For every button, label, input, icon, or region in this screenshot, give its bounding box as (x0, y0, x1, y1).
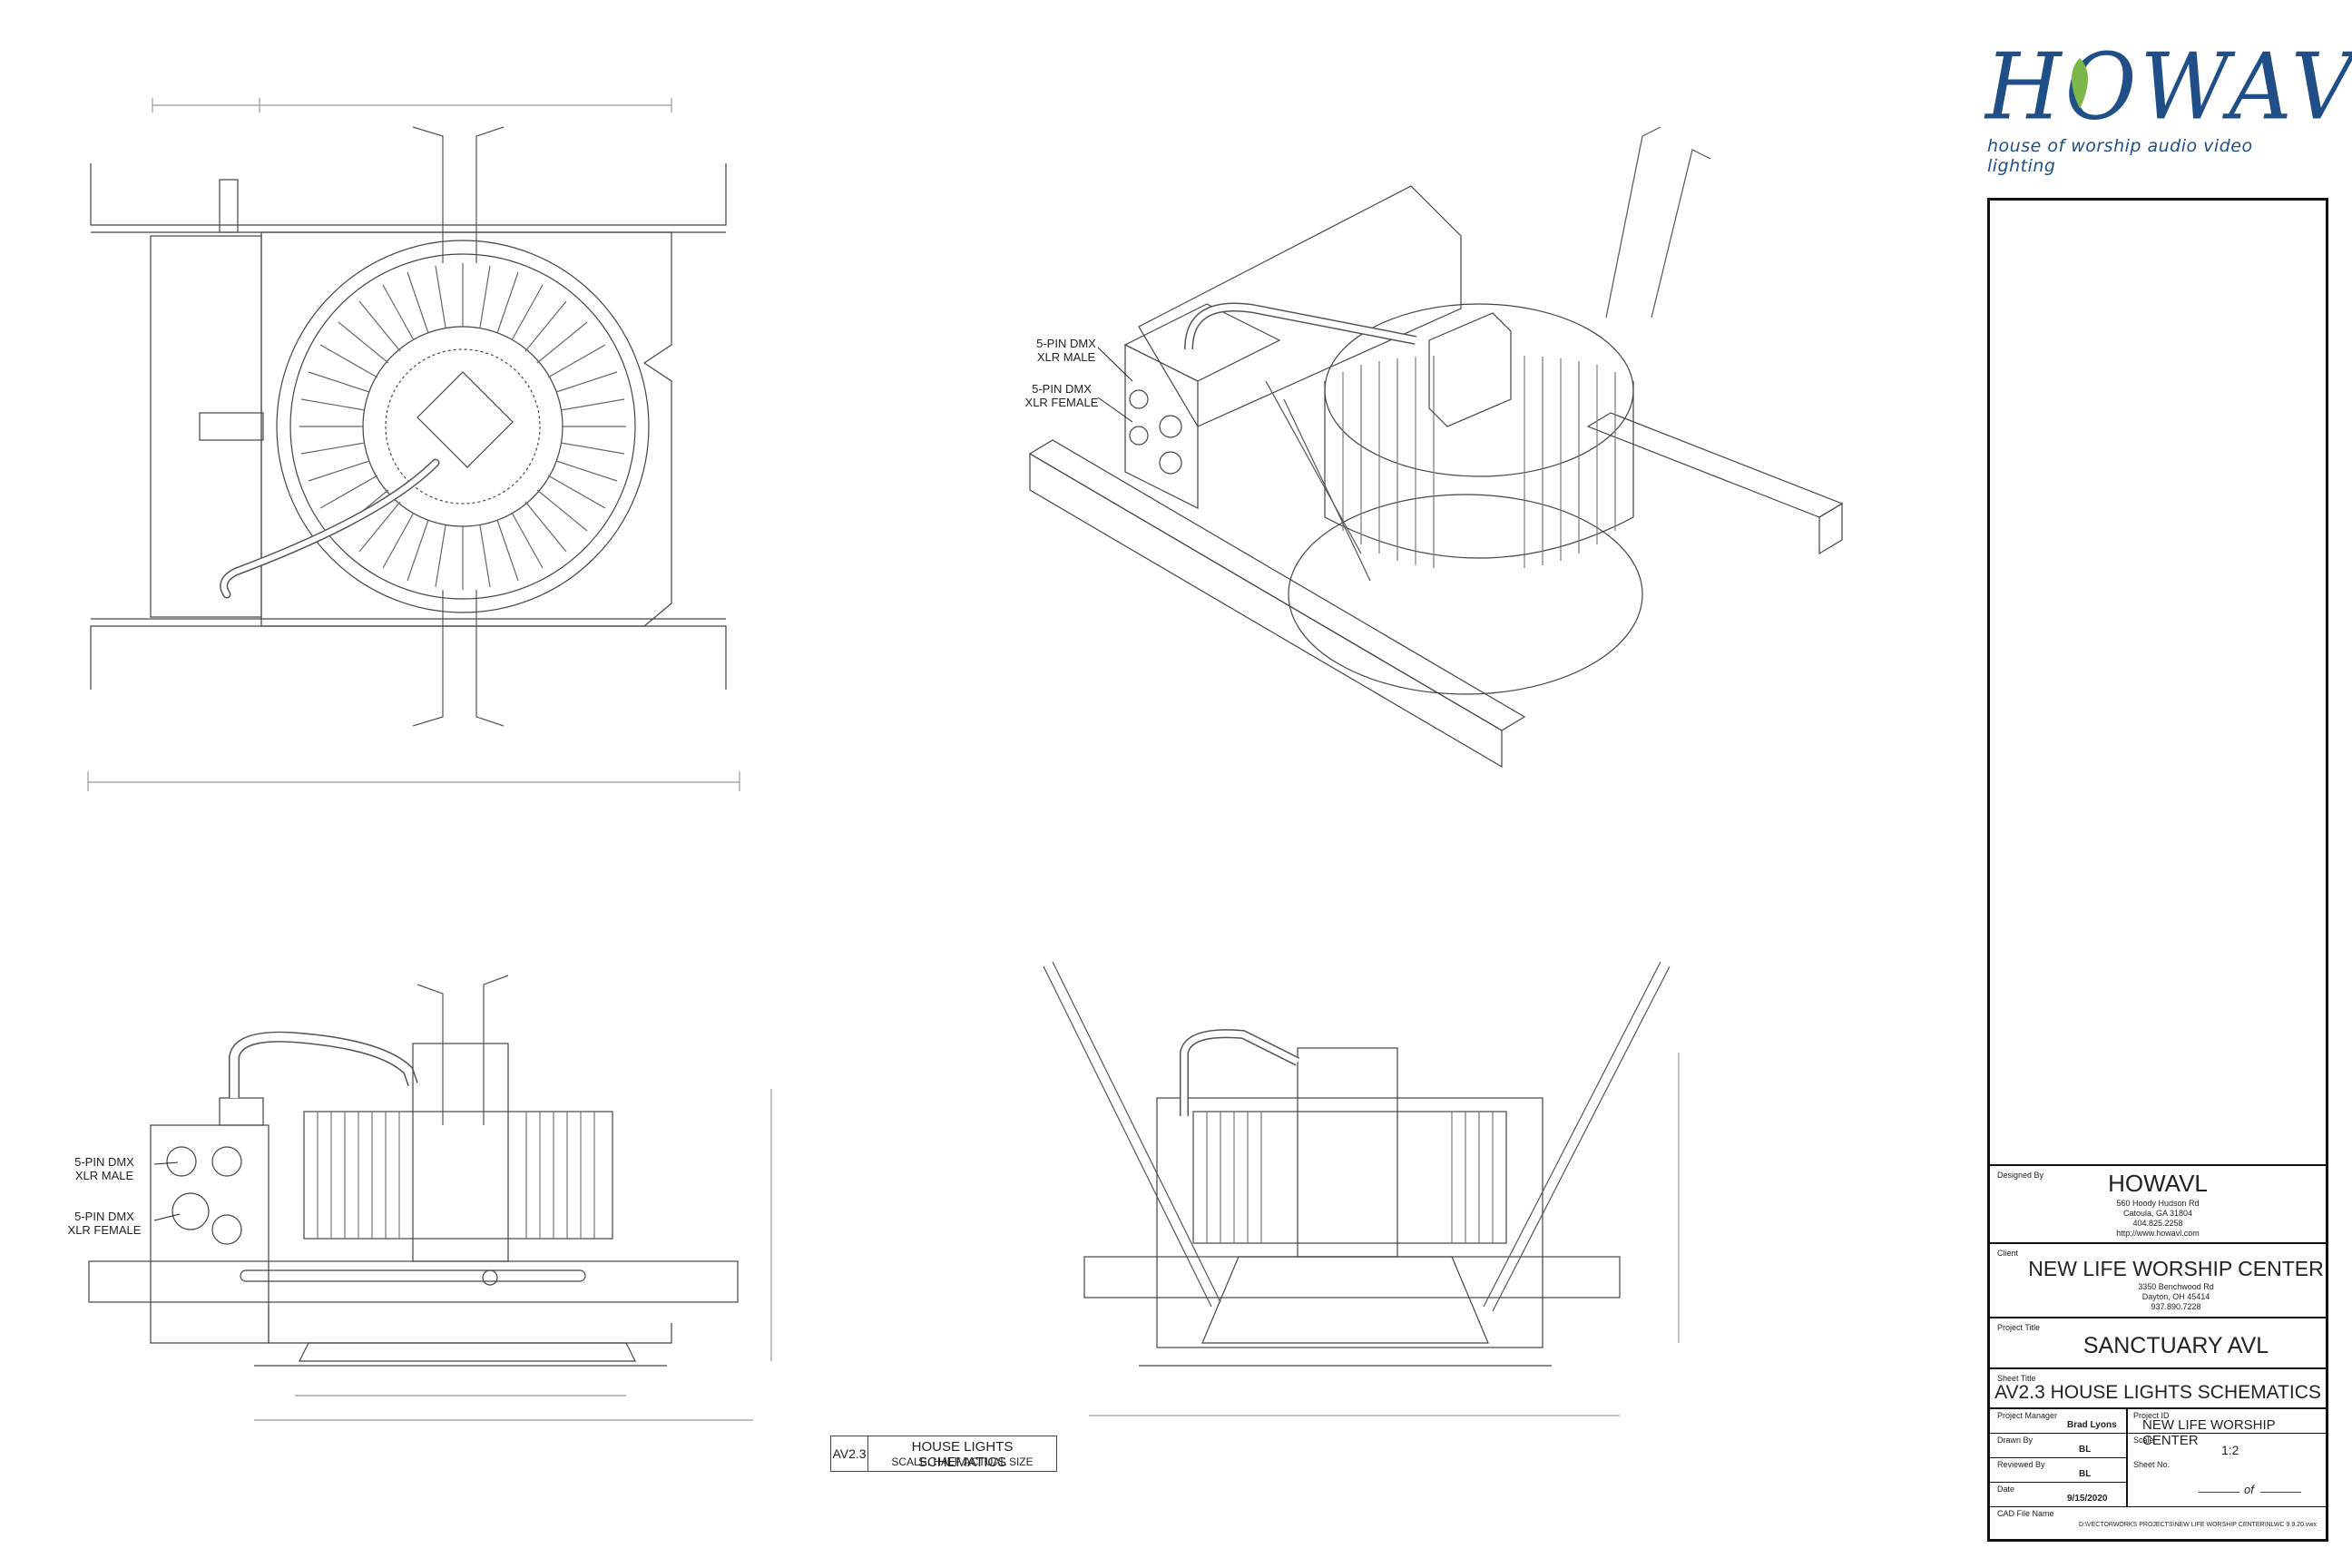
address-line: 937.890.7228 (2151, 1302, 2201, 1311)
label-line: 5-PIN DMX (1036, 337, 1096, 350)
project-id: NEW LIFE WORSHIP CENTER (2142, 1417, 2276, 1448)
address-line: Dayton, OH 45414 (2141, 1292, 2210, 1301)
details-divider (2126, 1409, 2128, 1506)
title-block: Designed By HOWAVL 560 Hoody Hudson Rd C… (1987, 198, 2328, 1542)
project-manager-caption: Project Manager (1997, 1411, 2058, 1420)
row-divider (1990, 1457, 2126, 1458)
client-caption: Client (1997, 1249, 2019, 1258)
address-line: 404.825.2258 (2132, 1219, 2183, 1228)
sheet-no-line-right (2260, 1492, 2301, 1493)
client-section: Client NEW LIFE WORSHIP CENTER 3350 Benc… (1990, 1242, 2326, 1317)
logo-leaf-icon (2072, 58, 2088, 109)
cad-file-name: D:\VECTORWORKS PROJECTS\NEW LIFE WORSHIP… (2078, 1522, 2317, 1528)
sheet-tag: AV2.3 HOUSE LIGHTS SCHEMATICS SCALE: HAL… (830, 1436, 1057, 1472)
label-iso-xlr-female: 5-PIN DMX XLR FEMALE (1007, 382, 1116, 409)
label-line: 5-PIN DMX (1032, 382, 1092, 396)
sheet-no-line-left (2199, 1492, 2239, 1493)
label-side-xlr-female: 5-PIN DMX XLR FEMALE (50, 1210, 159, 1237)
sheet-title: AV2.3 HOUSE LIGHTS SCHEMATICS (1994, 1382, 2321, 1403)
logo-tagline: house of worship audio video lighting (1987, 136, 2253, 176)
label-line: XLR FEMALE (67, 1223, 142, 1237)
label-iso-xlr-male: 5-PIN DMX XLR MALE (1016, 337, 1116, 364)
label-line: 5-PIN DMX (74, 1210, 134, 1223)
sheet-title-caption: Sheet Title (1997, 1374, 2036, 1383)
sheet-tag-title: HOUSE LIGHTS SCHEMATICS (911, 1439, 1014, 1470)
project-title-section: Project Title SANCTUARY AVL (1990, 1317, 2326, 1367)
sheet-tag-number: AV2.3 (831, 1436, 868, 1471)
sheet-no-caption: Sheet No. (2133, 1460, 2171, 1469)
designed-by-caption: Designed By (1997, 1171, 2044, 1180)
side-view (88, 975, 772, 1421)
label-line: XLR MALE (74, 1169, 134, 1182)
client-name: NEW LIFE WORSHIP CENTER (2028, 1257, 2324, 1280)
drawn-by: BL (2079, 1445, 2092, 1455)
date: 9/15/2020 (2067, 1494, 2108, 1504)
address-line: http://www.howavl.com (2116, 1229, 2200, 1238)
label-line: 5-PIN DMX (74, 1155, 134, 1169)
row-divider (1990, 1482, 2126, 1483)
front-view (1043, 961, 1680, 1416)
cad-file-caption: CAD File Name (1997, 1509, 2054, 1518)
project-title: SANCTUARY AVL (2082, 1333, 2269, 1358)
row-divider (1990, 1433, 2326, 1434)
date-caption: Date (1997, 1485, 2015, 1494)
scale: 1:2 (2221, 1443, 2239, 1457)
label-line: XLR FEMALE (1024, 396, 1099, 409)
sheet-no-of: of (2244, 1483, 2254, 1496)
address-line: 560 Hoody Hudson Rd (2116, 1199, 2200, 1208)
sheet-tag-scale: SCALE: HALF ACTUAL SIZE (891, 1455, 1034, 1468)
designed-by-section: Designed By HOWAVL 560 Hoody Hudson Rd C… (1990, 1164, 2326, 1242)
sheet-title-section: Sheet Title AV2.3 HOUSE LIGHTS SCHEMATIC… (1990, 1367, 2326, 1407)
top-view (87, 98, 740, 791)
address-line: 3350 Benchwood Rd (2138, 1282, 2214, 1291)
reviewed-by: BL (2079, 1469, 2092, 1479)
row-divider (1990, 1506, 2326, 1507)
logo-wordmark: HOWAVL (1985, 34, 2352, 141)
reviewed-by-caption: Reviewed By (1997, 1460, 2045, 1469)
label-side-xlr-male: 5-PIN DMX XLR MALE (54, 1155, 154, 1182)
details-section: Project Manager Brad Lyons Project ID NE… (1990, 1407, 2326, 1544)
drawn-by-caption: Drawn By (1997, 1436, 2034, 1445)
scale-caption: Scale (2133, 1436, 2154, 1445)
isometric-view (1028, 126, 1844, 769)
designer-name: HOWAVL (2108, 1170, 2208, 1197)
label-line: XLR MALE (1036, 350, 1096, 364)
client-address: 3350 Benchwood Rd Dayton, OH 45414 937.8… (2008, 1282, 2344, 1312)
project-manager: Brad Lyons (2067, 1420, 2117, 1430)
project-title-caption: Project Title (1997, 1323, 2041, 1332)
howavl-logo: HOWAVL house of worship audio video ligh… (1978, 34, 2352, 176)
address-line: Catoula, GA 31804 (2122, 1209, 2193, 1218)
project-id-caption: Project ID (2133, 1411, 2170, 1420)
designer-address: 560 Hoody Hudson Rd Catoula, GA 31804 40… (1990, 1199, 2326, 1239)
